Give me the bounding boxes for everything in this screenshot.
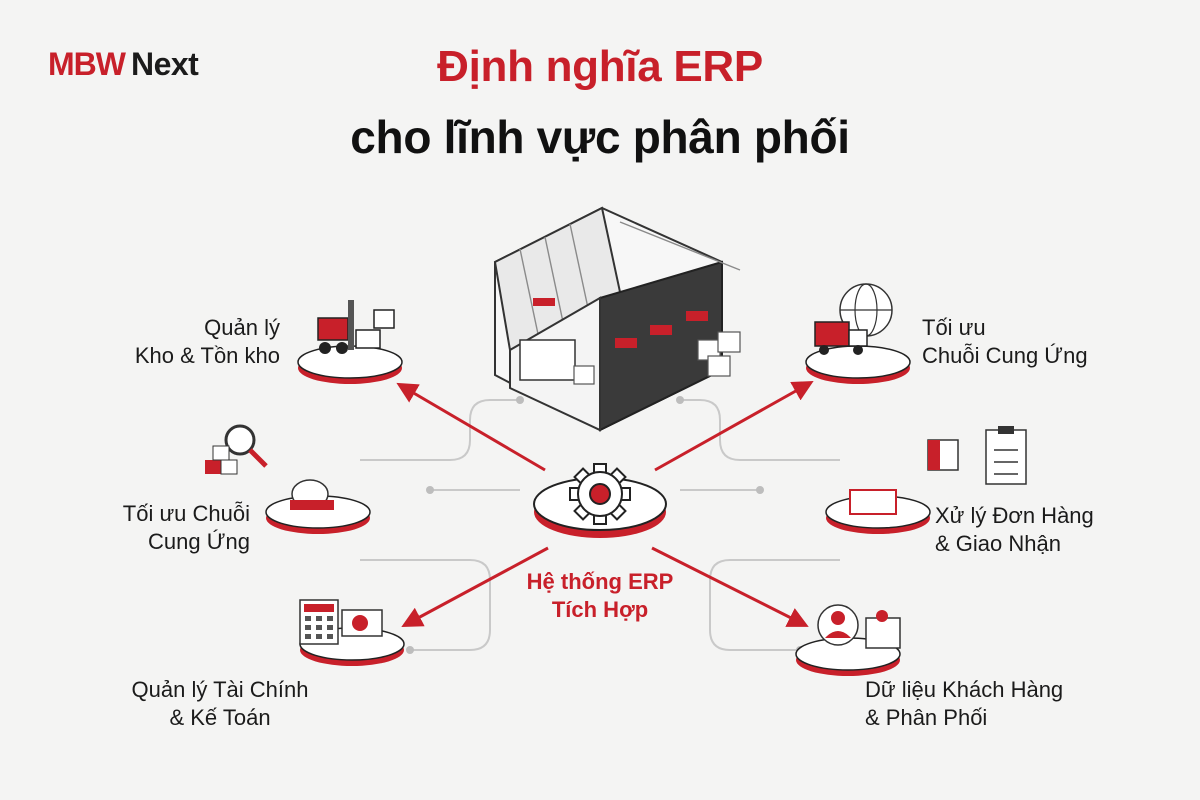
forklift-icon [317,300,395,354]
module-label-orders-line1: Xử lý Đơn Hàng [935,503,1094,528]
module-label-orders-line2: & Giao Nhận [935,531,1061,556]
module-label-orders: Xử lý Đơn Hàng & Giao Nhận [935,502,1155,558]
module-label-supply-chain-top: Tối ưu Chuỗi Cung Ứng [922,314,1162,370]
module-label-supply-chain-left-line1: Tối ưu Chuỗi [122,501,250,526]
connector-lines [360,399,840,651]
truck-globe-icon [814,283,893,355]
module-label-supply-chain-left: Tối ưu Chuỗi Cung Ứng [40,500,250,556]
page-subtitle: cho lĩnh vực phân phối [350,111,850,163]
module-label-finance: Quản lý Tài Chính & Kế Toán [100,676,340,732]
module-label-warehouse-line1: Quản lý [204,315,280,340]
module-label-supply-chain-left-line2: Cung Ứng [148,529,250,554]
module-label-supply-chain-top-line1: Tối ưu [922,315,986,340]
module-label-warehouse: Quản lý Kho & Tồn kho [90,314,280,370]
logo-mark: MBW [48,45,126,82]
module-label-customers-line2: & Phân Phối [865,705,988,730]
page-title: Định nghĩa ERP [437,42,763,91]
calculator-money-icon [299,599,383,645]
erp-hub [533,463,667,538]
module-label-customers-line1: Dữ liệu Khách Hàng [865,677,1064,702]
platform-warehouse [297,345,403,384]
clipboard-box-icon [849,426,1027,515]
arrow-supply-chain [654,380,814,472]
platform-supply-chain-top [805,345,911,384]
module-label-supply-chain-top-line2: Chuỗi Cung Ứng [922,343,1088,368]
customer-map-icon [817,604,901,649]
module-label-finance-line2: & Kế Toán [169,705,271,730]
arrow-customers [651,546,809,627]
magnifier-boxes-icon [205,424,334,510]
hub-label-line2: Tích Hợp [551,597,649,622]
brand-logo: MBW Next [48,44,199,84]
gear-icon [569,463,631,525]
warehouse-icon [493,206,741,432]
red-arrows [396,380,814,627]
logo-suffix: Next [130,45,199,82]
module-label-finance-line1: Quản lý Tài Chính [131,677,309,702]
module-label-warehouse-line2: Kho & Tồn kho [134,343,280,368]
arrow-finance [401,546,549,627]
module-label-customers: Dữ liệu Khách Hàng & Phân Phối [865,676,1125,732]
hub-label: Hệ thống ERP Tích Hợp [480,568,720,624]
hub-label-line1: Hệ thống ERP [526,569,674,594]
arrow-warehouse [396,382,546,472]
